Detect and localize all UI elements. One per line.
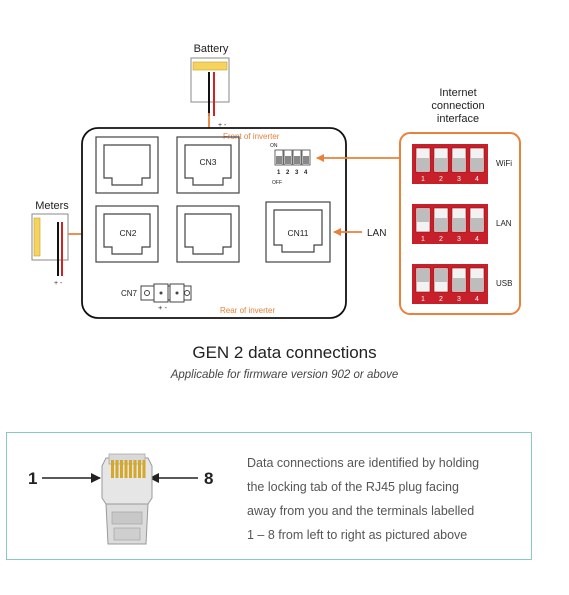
dip-mode-number: 2 <box>439 176 443 183</box>
front-label: Front of inverter <box>223 132 280 141</box>
dip-number-1: 1 <box>277 170 281 176</box>
cn7-label: CN7 <box>121 289 138 298</box>
note-line-3: away from you and the terminals labelled <box>247 504 475 518</box>
diagram-title: GEN 2 data connections <box>192 343 377 362</box>
dip-number-3: 3 <box>295 170 299 176</box>
port-cn11: CN11 <box>265 201 331 263</box>
dip-mode-number: 1 <box>421 176 425 183</box>
dip-mode-number: 1 <box>421 296 425 303</box>
diagram-subtitle: Applicable for firmware version 902 or a… <box>170 369 399 381</box>
cn3-label: CN3 <box>199 157 216 167</box>
dip-mode-label: WiFi <box>496 159 512 168</box>
dip-mode-number: 3 <box>457 176 461 183</box>
inverter-body <box>81 127 347 319</box>
dip-number-2: 2 <box>286 170 290 176</box>
dip-number-4: 4 <box>304 170 308 176</box>
battery-polarity: + - <box>218 122 227 129</box>
port-cn3: CN3 <box>176 136 240 194</box>
cn7-terminal: CN7 + - <box>121 283 192 312</box>
rj45-note: Data connections are identified by holdi… <box>247 451 527 547</box>
dip-mode-number: 2 <box>439 236 443 243</box>
dip-mode-lan: 1 2 3 4 LAN <box>412 204 512 244</box>
battery-connector: Battery + - <box>190 43 230 129</box>
dip-mode-wifi: 1 2 3 4 WiFi <box>412 144 512 184</box>
dip-mode-number: 4 <box>475 296 479 303</box>
rj45-note-box <box>6 432 532 560</box>
dip-mode-number: 4 <box>475 236 479 243</box>
rj45-plug-icon <box>101 453 153 545</box>
cn7-polarity: + - <box>158 303 167 312</box>
note-line-4: 1 – 8 from left to right as pictured abo… <box>247 528 468 542</box>
port-cn2: CN2 <box>95 205 159 263</box>
meters-label: Meters <box>35 200 69 212</box>
dip-mode-number: 3 <box>457 236 461 243</box>
interface-title-line-2: connection <box>431 100 484 112</box>
dip-mode-number: 4 <box>475 176 479 183</box>
port-top-left <box>95 136 159 194</box>
interface-title-line-1: Internet <box>439 87 476 99</box>
pin-8-label: 8 <box>204 469 213 488</box>
port-bottom-middle <box>176 205 240 263</box>
cn2-label: CN2 <box>119 228 136 238</box>
rear-label: Rear of inverter <box>220 306 275 315</box>
dip-mode-number: 3 <box>457 296 461 303</box>
interface-title-line-3: interface <box>437 113 479 125</box>
dip-mode-number: 2 <box>439 296 443 303</box>
battery-label: Battery <box>194 43 229 55</box>
internet-interface-title: Internet connection interface <box>431 87 484 125</box>
note-line-2: the locking tab of the RJ45 plug facing <box>247 480 459 494</box>
lan-label: LAN <box>367 228 386 239</box>
pin-1-label: 1 <box>28 469 37 488</box>
dip-on-label: ON <box>270 143 278 149</box>
dip-mode-label: LAN <box>496 219 512 228</box>
note-line-1: Data connections are identified by holdi… <box>247 456 480 470</box>
dip-mode-usb: 1 2 3 4 USB <box>412 264 512 304</box>
inverter-dip-switch: ON 1 2 3 4 OFF <box>270 143 311 186</box>
dip-mode-label: USB <box>496 279 512 288</box>
cn11-label: CN11 <box>287 228 308 238</box>
dip-off-label: OFF <box>272 180 282 186</box>
meters-connector: Meters + - <box>31 200 69 287</box>
dip-mode-number: 1 <box>421 236 425 243</box>
rj45-illustration: 1 8 <box>28 453 213 545</box>
meters-polarity: + - <box>54 280 63 287</box>
